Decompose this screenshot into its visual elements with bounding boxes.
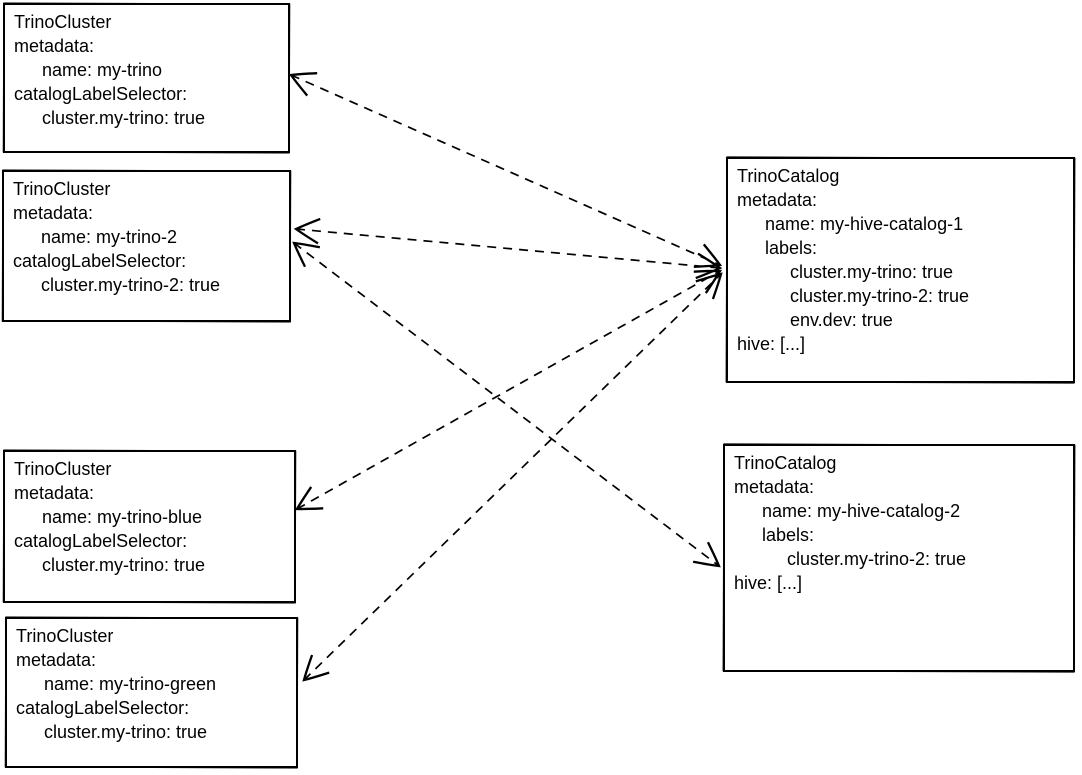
node-line: cluster.my-trino-2: true <box>41 275 221 295</box>
node-line: TrinoCluster <box>14 12 112 32</box>
node-line: cluster.my-trino-2: true <box>787 549 967 569</box>
node-line: labels: <box>762 525 815 545</box>
node-trinocatalog-my-hive-catalog-1: TrinoCatalog metadata: name: my-hive-cat… <box>726 157 1075 383</box>
edge-catalog1-mytrino2 <box>293 217 723 280</box>
node-line: cluster.my-trino: true <box>42 108 206 128</box>
node-line: name: my-trino-2 <box>41 227 178 247</box>
node-line: name: my-hive-catalog-2 <box>762 501 961 521</box>
node-line: metadata: <box>737 190 818 210</box>
node-line: metadata: <box>734 477 815 497</box>
node-line: hive: [...] <box>737 334 806 354</box>
node-trinocluster-my-trino-green: TrinoCluster metadata: name: my-trino-gr… <box>5 617 298 768</box>
node-line: metadata: <box>16 650 97 670</box>
node-line: catalogLabelSelector: <box>13 251 187 271</box>
node-line: name: my-trino-green <box>44 674 217 694</box>
edge-catalog1-mytrinogreen <box>302 272 723 682</box>
node-line: env.dev: true <box>790 310 893 330</box>
node-line: TrinoCluster <box>14 459 112 479</box>
node-line: cluster.my-trino-2: true <box>790 286 970 306</box>
node-trinocluster-my-trino-2: TrinoCluster metadata: name: my-trino-2 … <box>2 170 291 322</box>
node-line: catalogLabelSelector: <box>16 698 190 718</box>
node-trinocluster-my-trino-blue: TrinoCluster metadata: name: my-trino-bl… <box>3 450 296 603</box>
node-line: name: my-hive-catalog-1 <box>765 214 964 234</box>
edge-catalog1-mytrino <box>288 72 723 268</box>
node-line: metadata: <box>13 203 94 223</box>
node-line: name: my-trino-blue <box>42 507 203 527</box>
node-line: TrinoCluster <box>16 626 114 646</box>
node-line: catalogLabelSelector: <box>14 84 188 104</box>
node-line: metadata: <box>14 36 95 56</box>
node-line: TrinoCatalog <box>737 166 840 186</box>
node-line: metadata: <box>14 483 95 503</box>
node-line: TrinoCatalog <box>734 453 837 473</box>
node-line: name: my-trino <box>42 60 163 80</box>
node-line: cluster.my-trino: true <box>790 262 954 282</box>
node-line: labels: <box>765 238 818 258</box>
node-line: cluster.my-trino: true <box>44 722 208 742</box>
node-line: hive: [...] <box>734 573 803 593</box>
node-trinocluster-my-trino: TrinoCluster metadata: name: my-trino ca… <box>3 3 290 153</box>
node-trinocatalog-my-hive-catalog-2: TrinoCatalog metadata: name: my-hive-cat… <box>723 444 1075 672</box>
node-line: cluster.my-trino: true <box>42 555 206 575</box>
edge-mytrino2-catalog2 <box>292 241 721 568</box>
node-line: TrinoCluster <box>13 179 111 199</box>
node-line: catalogLabelSelector: <box>14 531 188 551</box>
edge-catalog1-mytrinoblue <box>295 269 722 511</box>
